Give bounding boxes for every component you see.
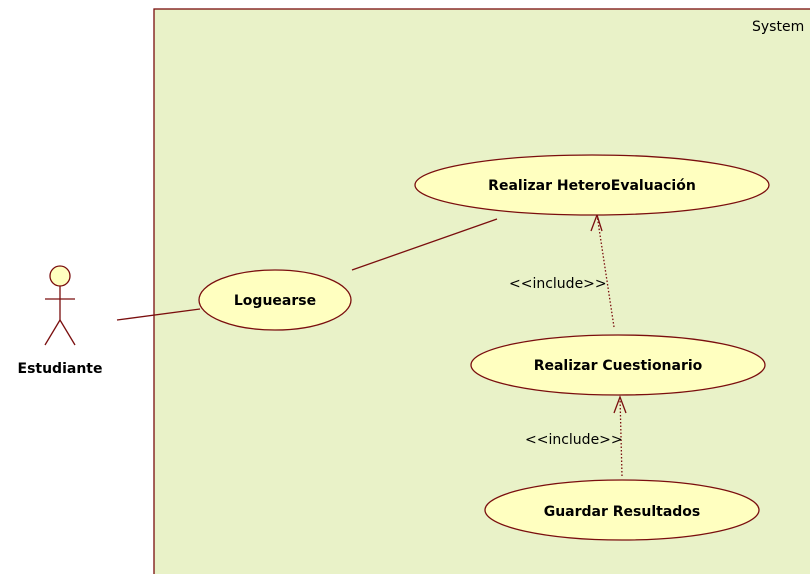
usecase-hetero-shape [414,154,770,216]
include-line-1 [596,214,615,328]
usecase-loguearse-label: Loguearse [234,293,316,309]
association-loguearse-hetero[interactable] [351,218,498,271]
usecase-hetero[interactable]: Realizar HeteroEvaluación [414,154,770,216]
usecase-guardar-label: Guardar Resultados [544,504,701,520]
usecase-loguearse[interactable]: Loguearse [198,269,352,331]
arrowhead-open-2 [613,395,627,414]
actor-left-leg [44,319,61,346]
usecase-cuestionario-shape [470,334,766,396]
include-line-2 [619,396,623,477]
usecase-guardar-shape [484,479,760,541]
actor-right-leg [59,319,76,346]
include-label-1: <<include>> [509,276,607,292]
actor-estudiante[interactable] [44,265,76,346]
usecase-guardar[interactable]: Guardar Resultados [484,479,760,541]
usecase-loguearse-shape [198,269,352,331]
include-guardar-cuestionario[interactable] [613,395,627,477]
usecase-cuestionario[interactable]: Realizar Cuestionario [470,334,766,396]
association-actor-loguearse[interactable] [116,308,201,321]
actor-head [49,265,71,287]
usecase-cuestionario-label: Realizar Cuestionario [534,358,703,374]
include-label-2: <<include>> [525,432,623,448]
actor-name: Estudiante [18,361,103,377]
usecase-hetero-label: Realizar HeteroEvaluación [488,178,696,194]
system-label: System [752,19,804,35]
